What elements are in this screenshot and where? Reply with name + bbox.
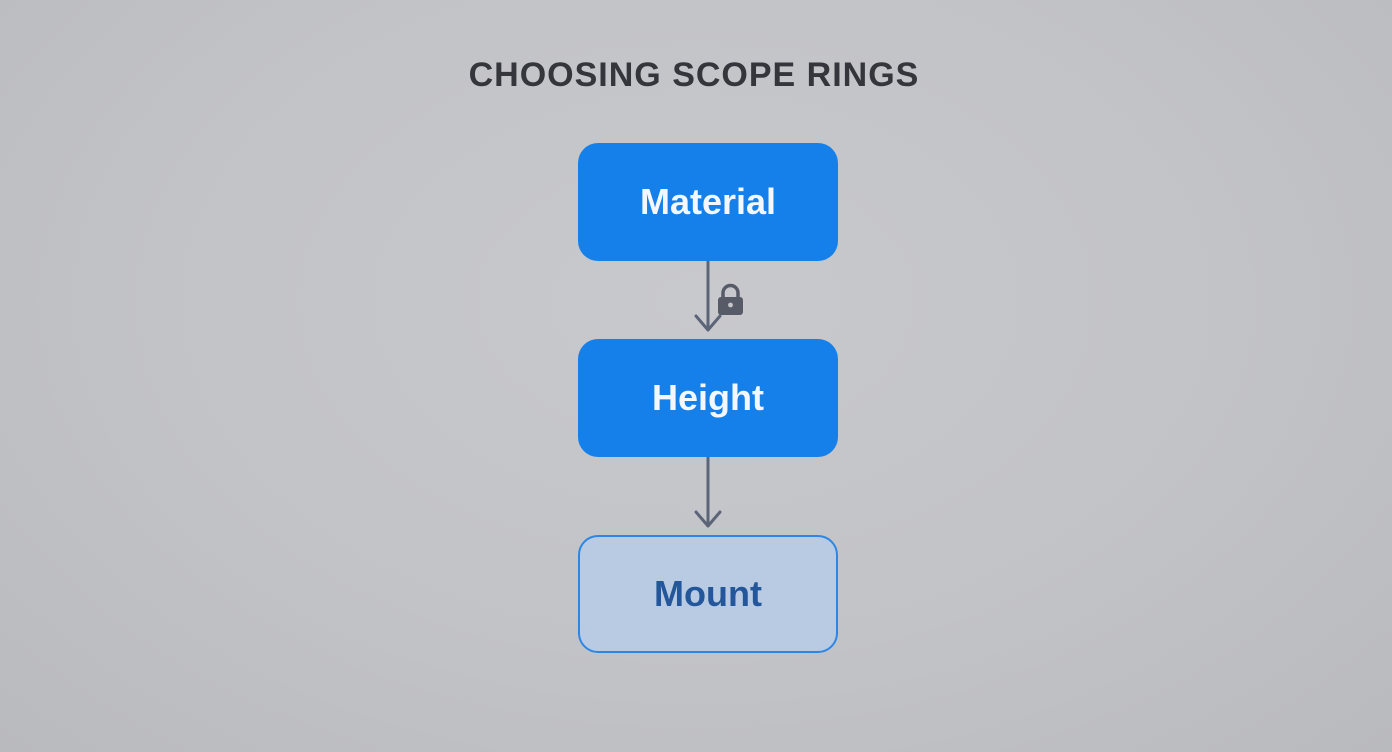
node-label: Height xyxy=(652,377,764,418)
node-height: Height xyxy=(578,339,838,457)
diagram-title: CHOOSING SCOPE RINGS xyxy=(468,56,920,94)
node-material: Material xyxy=(578,143,838,261)
arrowhead xyxy=(694,314,722,332)
node-label: Mount xyxy=(654,573,762,614)
node-mount: Mount xyxy=(578,535,838,653)
edge-material-height xyxy=(694,261,722,332)
node-label: Material xyxy=(639,181,777,222)
lock-icon xyxy=(718,283,743,315)
arrowhead xyxy=(694,510,722,528)
edge-height-mount xyxy=(694,457,722,528)
